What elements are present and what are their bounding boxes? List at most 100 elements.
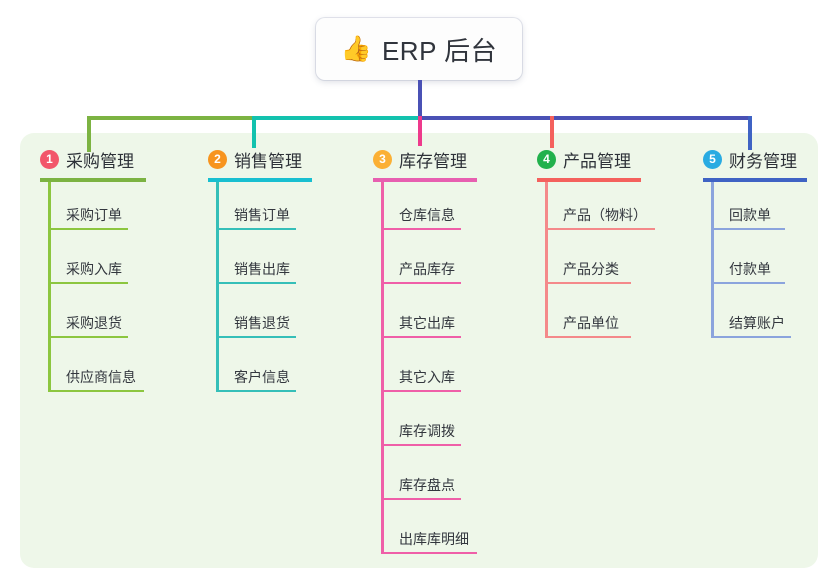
- column-spine-purchase: [48, 182, 51, 390]
- leaf-item-rule: [545, 336, 631, 338]
- leaf-item-rule: [545, 228, 655, 230]
- leaf-item-label: 产品单位: [563, 315, 619, 331]
- root-node-title: ERP 后台: [381, 35, 498, 66]
- leaf-item-label: 回款单: [729, 207, 771, 223]
- leaf-item-label: 销售退货: [234, 315, 290, 331]
- column-items-finance: 回款单付款单结算账户: [703, 182, 807, 344]
- column-rule-sales: [208, 178, 312, 182]
- column-spine-product: [545, 182, 548, 336]
- leaf-item-rule: [545, 282, 631, 284]
- teal-segment: [252, 116, 422, 120]
- column-items-sales: 销售订单销售出库销售退货客户信息: [208, 182, 312, 398]
- leaf-item-label: 库存调拨: [399, 423, 455, 439]
- leaf-item[interactable]: 出库库明细: [373, 506, 477, 560]
- column-rule-purchase: [40, 178, 146, 182]
- column-header-product[interactable]: 4 产品管理: [537, 146, 641, 172]
- leaf-item-label: 出库库明细: [399, 531, 469, 547]
- leaf-item-label: 产品（物料）: [563, 207, 647, 223]
- leaf-item[interactable]: 回款单: [703, 182, 807, 236]
- leaf-item-rule: [48, 390, 144, 392]
- leaf-item-rule: [381, 228, 461, 230]
- leaf-item[interactable]: 付款单: [703, 236, 807, 290]
- leaf-item-rule: [381, 390, 461, 392]
- leaf-item-rule: [48, 336, 128, 338]
- leaf-item[interactable]: 产品（物料）: [537, 182, 655, 236]
- column-spine-sales: [216, 182, 219, 390]
- root-stem-connector: [418, 80, 422, 118]
- leaf-item-rule: [711, 228, 785, 230]
- leaf-item[interactable]: 销售订单: [208, 182, 312, 236]
- leaf-item[interactable]: 客户信息: [208, 344, 312, 398]
- leaf-item[interactable]: 产品库存: [373, 236, 477, 290]
- column-rule-finance: [703, 178, 807, 182]
- leaf-item-label: 采购订单: [66, 207, 122, 223]
- leaf-item-label: 付款单: [729, 261, 771, 277]
- leaf-item[interactable]: 采购订单: [40, 182, 146, 236]
- column-product: 4 产品管理产品（物料） 产品分类产品单位: [537, 146, 655, 344]
- leaf-item-rule: [711, 336, 791, 338]
- column-items-product: 产品（物料） 产品分类产品单位: [537, 182, 655, 344]
- leaf-item-rule: [381, 552, 477, 554]
- leaf-item-label: 结算账户: [729, 315, 785, 331]
- thumbs-up-icon: 👍: [340, 34, 372, 63]
- leaf-item[interactable]: 其它出库: [373, 290, 477, 344]
- leaf-item-label: 产品分类: [563, 261, 619, 277]
- leaf-item[interactable]: 产品单位: [537, 290, 641, 344]
- leaf-item[interactable]: 结算账户: [703, 290, 807, 344]
- column-badge-purchase: 1: [40, 149, 59, 169]
- leaf-item-rule: [216, 336, 296, 338]
- leaf-item-label: 仓库信息: [399, 207, 455, 223]
- leaf-item-rule: [216, 390, 296, 392]
- column-title-product: 产品管理: [563, 151, 631, 171]
- column-items-inventory: 仓库信息产品库存其它出库其它入库库存调拨库存盘点出库库明细: [373, 182, 477, 560]
- leaf-item[interactable]: 供应商信息: [40, 344, 146, 398]
- leaf-item[interactable]: 采购入库: [40, 236, 146, 290]
- leaf-item[interactable]: 库存调拨: [373, 398, 477, 452]
- leaf-item-rule: [381, 336, 461, 338]
- leaf-item-rule: [48, 282, 128, 284]
- column-purchase: 1 采购管理采购订单采购入库采购退货供应商信息: [40, 146, 146, 398]
- leaf-item[interactable]: 其它入库: [373, 344, 477, 398]
- column-rule-product: [537, 178, 641, 182]
- leaf-item-label: 其它出库: [399, 315, 455, 331]
- leaf-item-label: 产品库存: [399, 261, 455, 277]
- diagram-panel: [20, 133, 818, 568]
- column-title-purchase: 采购管理: [66, 151, 134, 171]
- leaf-item-label: 销售订单: [234, 207, 290, 223]
- leaf-item[interactable]: 销售出库: [208, 236, 312, 290]
- leaf-item-rule: [381, 282, 461, 284]
- column-badge-sales: 2: [208, 149, 227, 169]
- root-node-card[interactable]: 👍 ERP 后台: [316, 18, 522, 80]
- leaf-item-rule: [216, 282, 296, 284]
- leaf-item-label: 其它入库: [399, 369, 455, 385]
- column-spine-finance: [711, 182, 714, 336]
- leaf-item[interactable]: 采购退货: [40, 290, 146, 344]
- leaf-item[interactable]: 仓库信息: [373, 182, 477, 236]
- column-inventory: 3 库存管理仓库信息产品库存其它出库其它入库库存调拨库存盘点出库库明细: [373, 146, 477, 560]
- leaf-item-label: 供应商信息: [66, 369, 136, 385]
- green-segment: [87, 116, 254, 120]
- column-title-inventory: 库存管理: [399, 151, 467, 171]
- leaf-item-label: 库存盘点: [399, 477, 455, 493]
- leaf-item-label: 采购入库: [66, 261, 122, 277]
- leaf-item[interactable]: 库存盘点: [373, 452, 477, 506]
- leaf-item[interactable]: 产品分类: [537, 236, 641, 290]
- column-badge-finance: 5: [703, 149, 722, 169]
- column-header-purchase[interactable]: 1 采购管理: [40, 146, 146, 172]
- column-spine-inventory: [381, 182, 384, 552]
- leaf-item-rule: [48, 228, 128, 230]
- leaf-item-rule: [381, 498, 461, 500]
- leaf-item-rule: [216, 228, 296, 230]
- leaf-item-label: 销售出库: [234, 261, 290, 277]
- column-badge-inventory: 3: [373, 149, 392, 169]
- leaf-item-label: 采购退货: [66, 315, 122, 331]
- column-header-inventory[interactable]: 3 库存管理: [373, 146, 477, 172]
- column-badge-product: 4: [537, 149, 556, 169]
- column-items-purchase: 采购订单采购入库采购退货供应商信息: [40, 182, 146, 398]
- leaf-item[interactable]: 销售退货: [208, 290, 312, 344]
